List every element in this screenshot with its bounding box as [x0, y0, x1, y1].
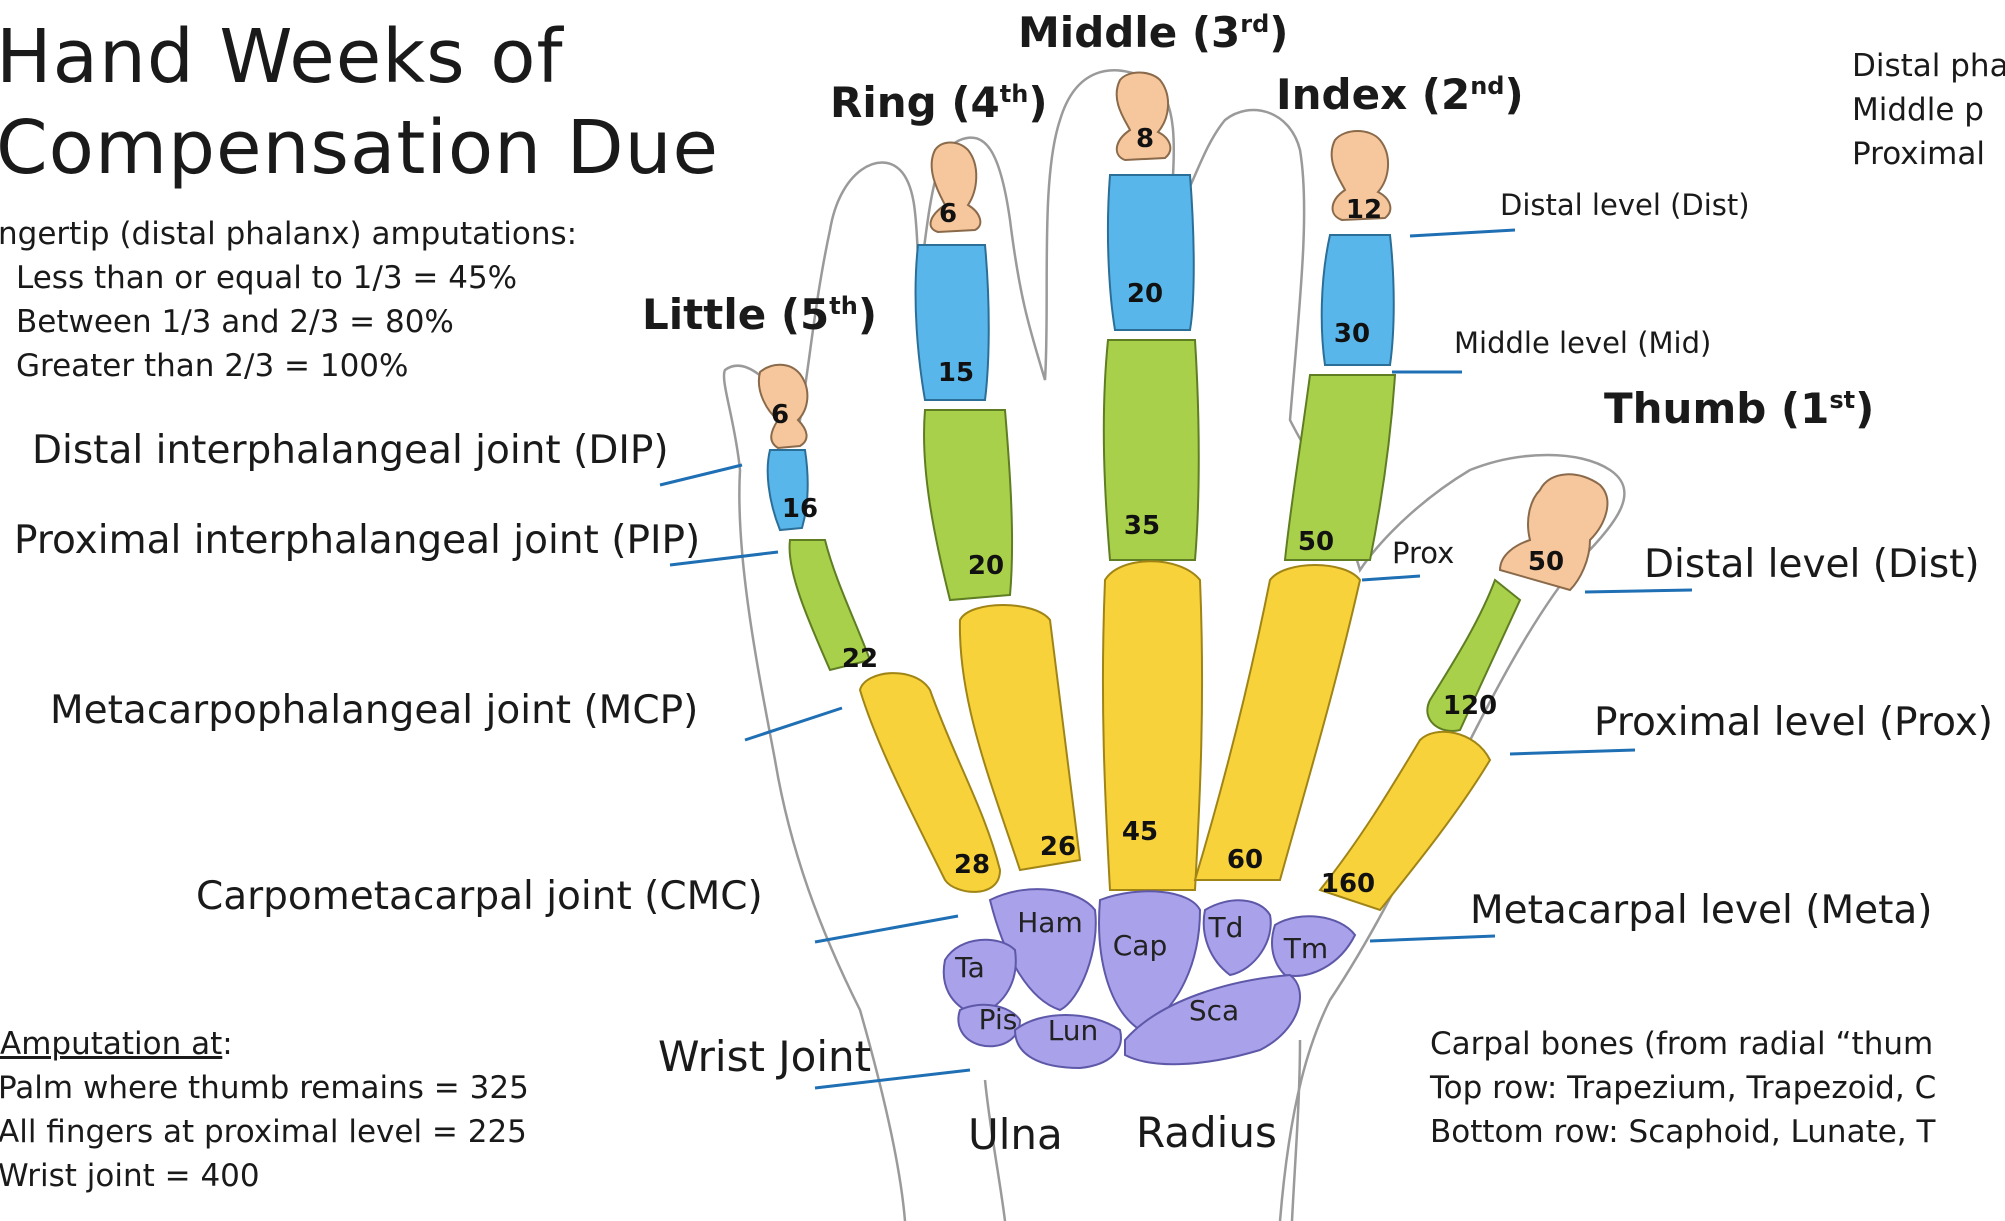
finger-name-little: Little (5th) [642, 290, 877, 339]
carpal-label-tm: Tm [1283, 932, 1328, 965]
level-label-index-dist: Distal level (Dist) [1500, 188, 1750, 222]
value-index-mid: 30 [1334, 319, 1370, 349]
value-ring-mid: 15 [938, 358, 974, 388]
value-middle-mid: 20 [1127, 279, 1163, 309]
fingertip-heading: ngertip (distal phalanx) amputations: [0, 212, 577, 256]
leader-index-prox [1362, 576, 1420, 580]
top-right-line-3: Proximal [1852, 132, 1985, 176]
finger-name-thumb-text: Thumb (1 [1604, 384, 1829, 433]
value-middle-meta: 45 [1122, 817, 1158, 847]
value-thumb-meta: 160 [1321, 869, 1375, 899]
carpal-note-line-1: Carpal bones (from radial “thum [1430, 1022, 1933, 1066]
joint-label-pip: Proximal interphalangeal joint (PIP) [14, 518, 700, 563]
finger-name-middle: Middle (3rd) [1018, 8, 1288, 57]
finger-middle [1103, 73, 1202, 891]
finger-name-index-sup: nd [1470, 72, 1504, 100]
finger-name-middle-sup: rd [1240, 10, 1269, 38]
value-little-mid: 16 [782, 494, 818, 524]
finger-name-index: Index (2nd) [1276, 70, 1524, 119]
index-metacarpal-bone [1195, 565, 1360, 880]
leader-index-dist [1410, 230, 1515, 236]
leader-cmc [815, 916, 958, 942]
page-title-line1: Hand Weeks of [0, 14, 564, 100]
finger-name-little-sup: th [829, 292, 858, 320]
value-thumb-dist: 50 [1528, 547, 1564, 577]
carpal-label-pis: Pis [979, 1003, 1018, 1036]
amputation-item-2: All fingers at proximal level = 225 [0, 1110, 527, 1154]
finger-name-little-end: ) [858, 290, 877, 339]
finger-name-ring: Ring (4th) [830, 78, 1048, 127]
value-ring-prox: 20 [968, 551, 1004, 581]
value-ring-meta: 26 [1040, 832, 1076, 862]
forearm-outline-2 [1292, 1040, 1300, 1221]
carpal-bones [944, 889, 1355, 1068]
joint-label-mcp: Metacarpophalangeal joint (MCP) [50, 688, 698, 733]
value-middle-dist: 8 [1136, 124, 1154, 154]
amputation-item-1: Palm where thumb remains = 325 [0, 1066, 529, 1110]
finger-name-ring-end: ) [1028, 78, 1047, 127]
finger-name-little-text: Little (5 [642, 290, 829, 339]
finger-name-middle-end: ) [1269, 8, 1288, 57]
value-index-meta: 60 [1227, 845, 1263, 875]
amputation-heading-colon: : [222, 1026, 232, 1062]
value-thumb-prox: 120 [1443, 691, 1497, 721]
fingertip-item-3: Greater than 2/3 = 100% [16, 344, 408, 388]
finger-name-ring-sup: th [1000, 80, 1029, 108]
carpal-label-cap: Cap [1113, 929, 1167, 962]
amputation-item-3: Wrist joint = 400 [0, 1154, 260, 1198]
value-little-dist: 6 [771, 400, 789, 430]
forearm-label-ulna: Ulna [968, 1110, 1063, 1159]
level-label-thumb-prox: Proximal level (Prox) [1594, 700, 1993, 745]
level-label-thumb-dist: Distal level (Dist) [1644, 542, 1980, 587]
carpal-label-ham: Ham [1017, 906, 1083, 939]
finger-name-thumb-end: ) [1855, 384, 1874, 433]
top-right-line-2: Middle p [1852, 88, 1984, 132]
carpal-label-sca: Sca [1189, 994, 1239, 1027]
leader-meta [1370, 936, 1495, 941]
finger-name-middle-text: Middle (3 [1018, 8, 1240, 57]
amputation-heading: Amputation at: [0, 1022, 233, 1066]
level-label-meta: Metacarpal level (Meta) [1470, 888, 1933, 933]
leader-mcp [745, 708, 842, 740]
finger-name-ring-text: Ring (4 [830, 78, 1000, 127]
carpal-label-ta: Ta [954, 951, 985, 984]
value-ring-dist: 6 [939, 199, 957, 229]
amputation-heading-text: Amputation at [0, 1026, 222, 1062]
leader-thumb-dist [1585, 590, 1692, 592]
top-right-line-1: Distal pha [1852, 44, 2005, 88]
page-title-line2: Compensation Due [0, 105, 719, 191]
leader-dip [660, 465, 742, 485]
carpal-note-line-2: Top row: Trapezium, Trapezoid, C [1430, 1066, 1936, 1110]
joint-label-wrist: Wrist Joint [658, 1032, 871, 1081]
fingertip-item-2: Between 1/3 and 2/3 = 80% [16, 300, 454, 344]
value-index-prox: 50 [1298, 527, 1334, 557]
forearm-label-radius: Radius [1136, 1108, 1277, 1157]
finger-name-thumb-sup: st [1829, 386, 1855, 414]
fingertip-item-1: Less than or equal to 1/3 = 45% [16, 256, 517, 300]
value-middle-prox: 35 [1124, 511, 1160, 541]
finger-index [1195, 131, 1395, 880]
joint-label-cmc: Carpometacarpal joint (CMC) [196, 874, 763, 919]
carpal-label-td: Td [1208, 911, 1244, 944]
carpal-note-line-3: Bottom row: Scaphoid, Lunate, T [1430, 1110, 1935, 1154]
finger-name-index-text: Index (2 [1276, 70, 1470, 119]
carpal-label-lun: Lun [1048, 1014, 1099, 1047]
leader-thumb-prox [1510, 750, 1635, 754]
joint-label-dip: Distal interphalangeal joint (DIP) [32, 428, 669, 473]
finger-name-index-end: ) [1504, 70, 1523, 119]
value-little-prox: 22 [842, 644, 878, 674]
value-little-meta: 28 [954, 850, 990, 880]
finger-name-thumb: Thumb (1st) [1604, 384, 1874, 433]
level-label-index-mid: Middle level (Mid) [1454, 326, 1711, 360]
value-index-dist: 12 [1346, 195, 1382, 225]
level-label-index-prox: Prox [1392, 536, 1454, 570]
